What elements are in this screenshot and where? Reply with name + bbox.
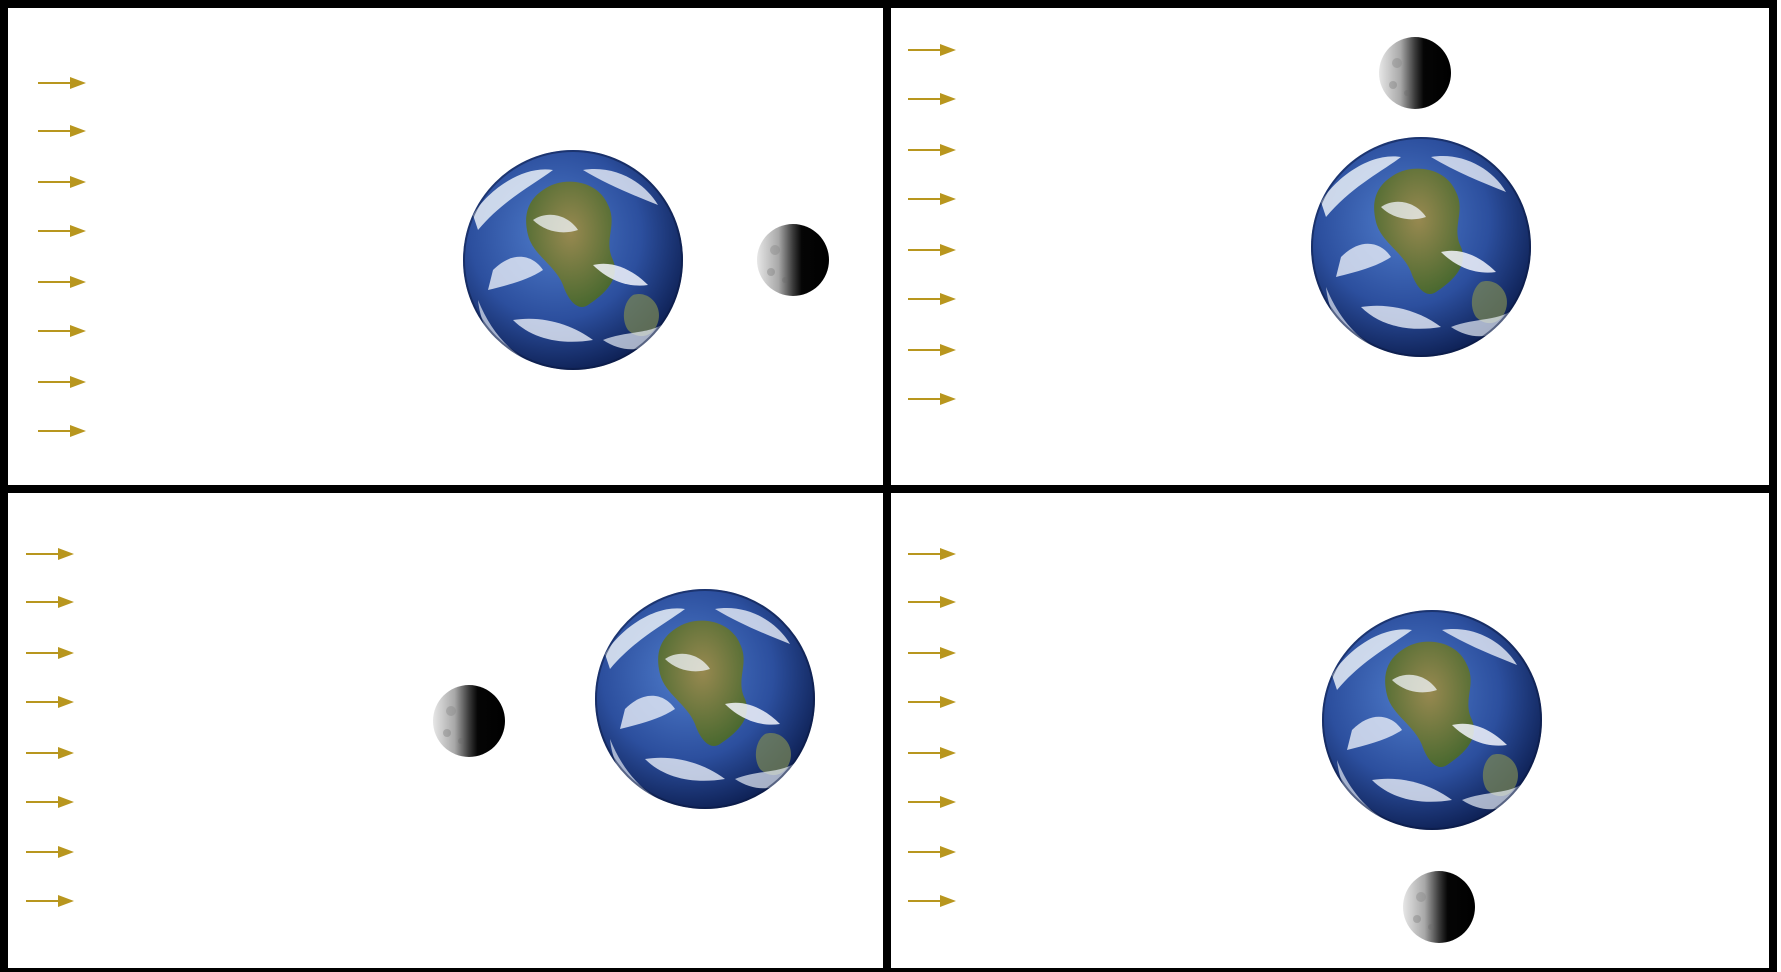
panel-4: [1322, 610, 1542, 943]
arrow-right-icon: [26, 747, 74, 759]
arrow-right-icon: [908, 796, 956, 808]
arrow-right-icon: [908, 895, 956, 907]
arrow-right-icon: [38, 176, 86, 188]
arrow-right-icon: [908, 344, 956, 356]
moon-icon: [1403, 871, 1475, 943]
arrow-right-icon: [38, 225, 86, 237]
moon-icon: [757, 224, 829, 296]
panel-1: [463, 150, 829, 370]
arrow-right-icon: [908, 548, 956, 560]
moon-icon: [433, 685, 505, 757]
arrow-right-icon: [38, 125, 86, 137]
arrow-right-icon: [908, 696, 956, 708]
arrow-right-icon: [38, 276, 86, 288]
arrow-right-icon: [908, 193, 956, 205]
arrow-right-icon: [26, 895, 74, 907]
earth-globe-icon: [1322, 610, 1542, 830]
arrow-right-icon: [908, 244, 956, 256]
arrow-right-icon: [908, 44, 956, 56]
arrow-right-icon: [908, 393, 956, 405]
arrow-right-icon: [38, 425, 86, 437]
earth-globe-icon: [1311, 137, 1531, 357]
arrow-right-icon: [908, 293, 956, 305]
sunlight-arrows: [908, 44, 956, 405]
arrow-right-icon: [908, 846, 956, 858]
arrow-right-icon: [38, 376, 86, 388]
arrow-right-icon: [26, 846, 74, 858]
arrow-right-icon: [26, 696, 74, 708]
moon-icon: [1379, 37, 1451, 109]
arrow-right-icon: [38, 325, 86, 337]
arrow-right-icon: [908, 596, 956, 608]
arrow-right-icon: [908, 93, 956, 105]
sunlight-arrows: [38, 77, 86, 437]
panel-1-frame: [4, 4, 887, 489]
arrow-right-icon: [26, 647, 74, 659]
earth-globe-icon: [595, 589, 815, 809]
arrow-right-icon: [908, 747, 956, 759]
panel-2: [1311, 37, 1531, 357]
arrow-right-icon: [908, 647, 956, 659]
arrow-right-icon: [26, 548, 74, 560]
panel-borders: [4, 4, 1773, 972]
sunlight-arrows: [908, 548, 956, 907]
arrow-right-icon: [26, 796, 74, 808]
arrow-right-icon: [26, 596, 74, 608]
arrow-right-icon: [38, 77, 86, 89]
arrow-right-icon: [908, 144, 956, 156]
sunlight-arrows: [26, 548, 74, 907]
earth-globe-icon: [463, 150, 683, 370]
panel-3: [433, 589, 815, 809]
